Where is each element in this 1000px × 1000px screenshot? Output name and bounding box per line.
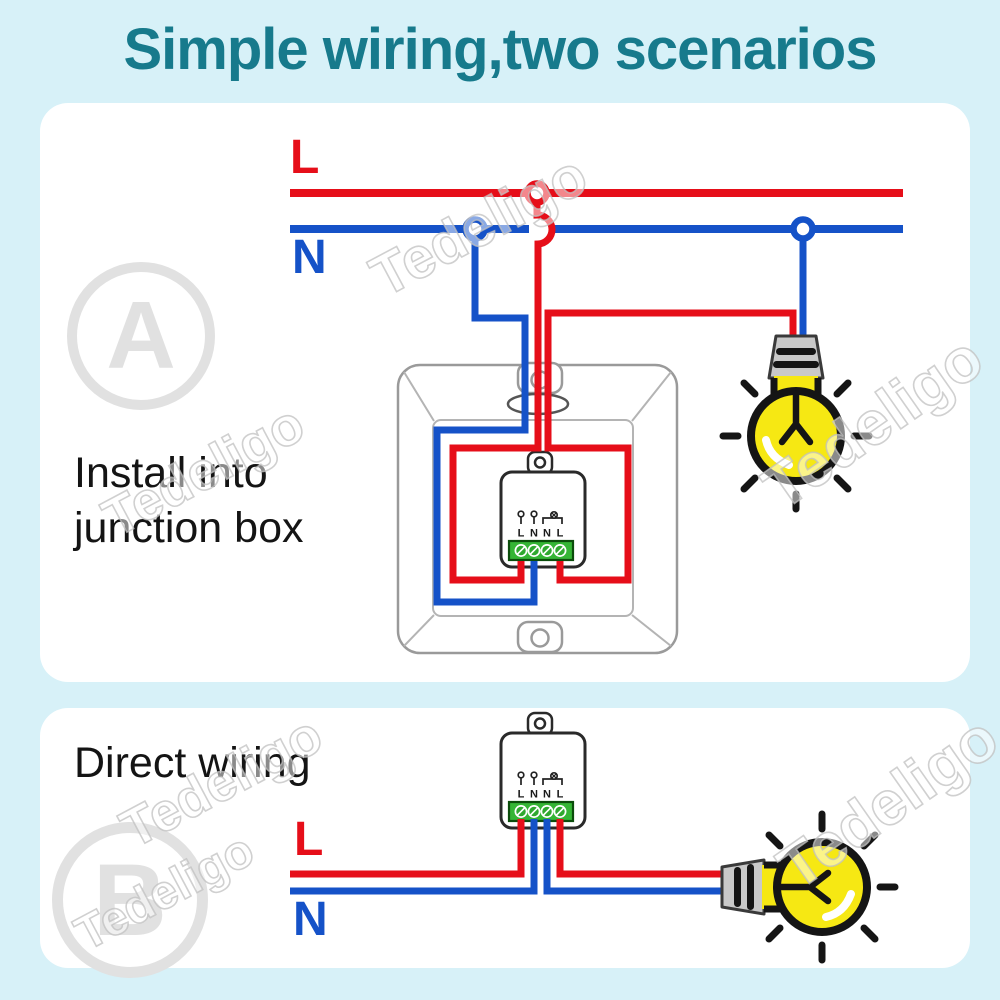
power-pin-icon (520, 778, 535, 785)
bulb-cap (767, 334, 825, 380)
relay-module-b: L N N L (499, 711, 587, 830)
bulb-filament (776, 869, 832, 905)
scenario-b-caption: Direct wiring (74, 736, 311, 791)
bulb-thread (776, 348, 816, 355)
terminal-label: L (518, 789, 525, 801)
wiring-a (290, 189, 903, 606)
bulb-cap (720, 858, 766, 916)
lamp-live-wire (556, 819, 724, 878)
neutral-in-wire (290, 819, 538, 895)
terminal-label: N (543, 528, 551, 540)
terminal-label: L (557, 789, 564, 801)
bulb-filament (778, 390, 814, 446)
scenario-a-live-label: L (290, 131, 320, 184)
module-screw-hole (533, 717, 547, 730)
scenario-a-caption-line1: Install into (74, 449, 268, 497)
lamp-live-wire (544, 309, 797, 584)
scenario-a-letter: A (106, 282, 176, 389)
neutral-junction-node (462, 216, 488, 242)
neutral-in-wire (433, 238, 538, 606)
terminal-screws (514, 805, 567, 818)
bulb-thread (773, 361, 819, 368)
light-rays (719, 379, 873, 513)
live-junction-node (524, 180, 550, 206)
relay-module-a: L N N L (499, 450, 587, 569)
power-pin-icon (530, 771, 538, 779)
module-screw-hole (533, 456, 547, 469)
terminal-label: L (557, 528, 564, 540)
lamp-neutral-wire (543, 819, 724, 895)
watermark-text: Tedeligo (93, 393, 314, 548)
junction-box-inner-frame (432, 419, 634, 617)
bulb-thread (747, 864, 754, 910)
scenario-b-neutral-label: N (293, 893, 328, 946)
live-in-wire (449, 202, 556, 584)
lamp-load-icon (551, 773, 557, 779)
light-bulb-a (719, 334, 873, 513)
power-pin-icon (517, 510, 525, 518)
junction-box-bottom-screw-hole (530, 628, 550, 648)
light-rays (765, 810, 899, 964)
power-pin-icon (530, 510, 538, 518)
scenario-a-caption: Install into junction box (74, 446, 304, 555)
scenario-a-neutral-label: N (292, 231, 327, 284)
bulb-highlight (762, 436, 793, 469)
scenario-b-live-label: L (294, 813, 324, 866)
terminal-screws (514, 544, 567, 557)
scenario-a-caption-line2: junction box (74, 503, 304, 552)
wiring-b (290, 819, 724, 895)
terminal-label: N (530, 528, 538, 540)
page-title: Simple wiring,two scenarios (123, 17, 878, 82)
junction-box-bevel-corners (403, 371, 672, 647)
terminal-label: L (518, 528, 525, 540)
watermark-text: Tedeligo (766, 703, 1000, 903)
scenario-b-letter: B (93, 842, 167, 957)
terminal-label: N (543, 789, 551, 801)
scenario-a-badge: A (67, 262, 215, 410)
terminal-label: N (530, 789, 538, 801)
power-pin-icon (520, 517, 535, 524)
power-pin-icon (517, 771, 525, 779)
neutral-junction-node (790, 216, 816, 242)
lamp-load-icon (551, 512, 557, 518)
light-bulb-b (720, 810, 899, 964)
bulb-highlight (822, 890, 855, 921)
live-in-wire (290, 819, 525, 878)
scenario-b-caption-text: Direct wiring (74, 739, 311, 787)
scenario-b-badge: B (52, 822, 208, 978)
bulb-thread (734, 867, 741, 907)
